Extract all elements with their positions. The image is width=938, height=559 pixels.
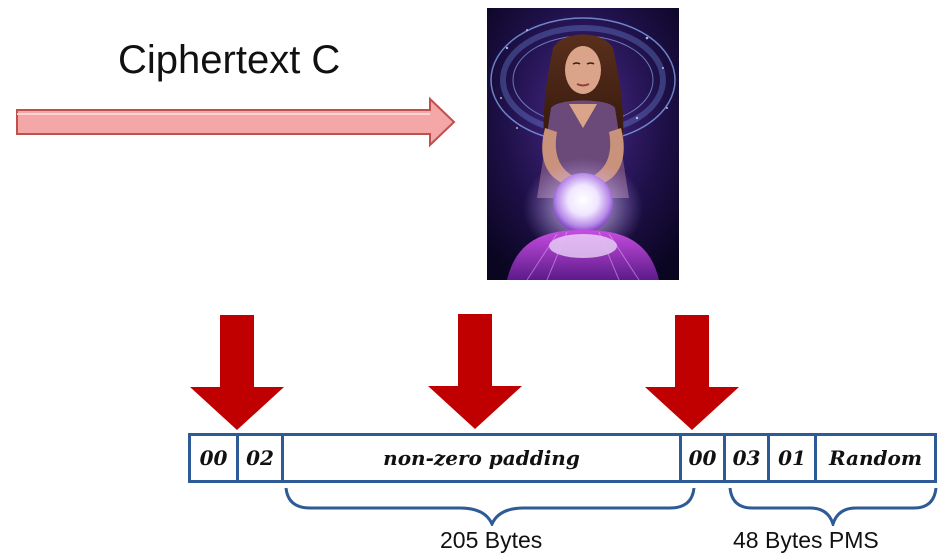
brace-padding [284,487,696,526]
ciphertext-label: Ciphertext C [118,38,341,82]
ciphertext-arrow [16,96,456,148]
fortune-teller-crystal-ball-image [487,8,679,280]
down-arrow-padding [428,314,522,429]
down-arrow-separator [645,315,739,430]
brace-label-padding: 205 Bytes [440,527,543,553]
byte-cell-01: 01 [767,433,817,483]
brace-label-pms: 48 Bytes PMS [733,527,879,553]
braces [284,487,938,526]
pkcs1-byte-strip: 00 02 non-zero padding 00 03 01 Random [188,433,937,483]
brace-pms [728,487,938,526]
byte-cell-random: Random [814,433,937,483]
byte-cell-non-zero-padding: non-zero padding [281,433,682,483]
byte-cell-02: 02 [236,433,284,483]
byte-cell-00-first: 00 [188,433,239,483]
down-arrows [190,314,739,430]
down-arrow-start [190,315,284,430]
byte-cell-00-separator: 00 [679,433,726,483]
byte-cell-03: 03 [723,433,770,483]
